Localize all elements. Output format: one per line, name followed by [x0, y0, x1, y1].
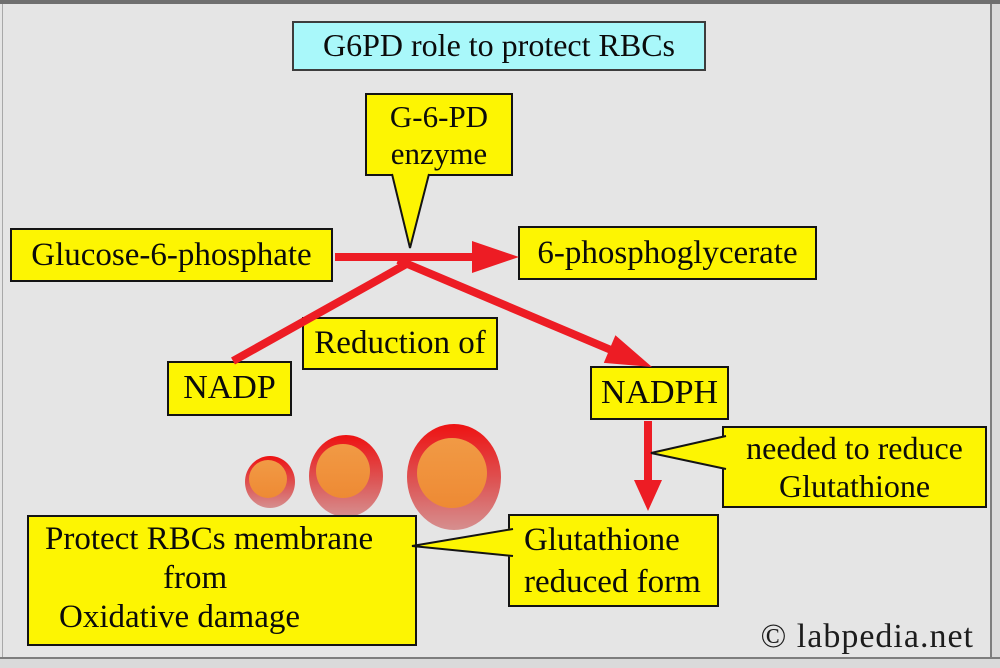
reduction-of-box: Reduction of: [302, 317, 498, 370]
frame-edge-right: [990, 4, 992, 657]
needed-to-reduce-callout-box: needed to reduce Glutathione: [722, 426, 987, 508]
protect-callout-pointer-outline: [411, 528, 514, 557]
protect-label-line2: from: [163, 560, 228, 596]
needed-callout-pointer-outline: [650, 435, 727, 470]
rbc-small: [245, 456, 295, 508]
enzyme-label-line2: enzyme: [390, 135, 488, 171]
needed-label-line1: needed to reduce: [746, 430, 963, 466]
enzyme-callout-box: G-6-PD enzyme: [365, 93, 513, 176]
needed-callout-pointer: [651, 436, 726, 469]
arrow-nadph-to-glutathione-head: [634, 480, 662, 511]
glutathione-label-line1: Glutathione: [524, 522, 680, 558]
product-label: 6-phosphoglycerate: [537, 234, 798, 271]
watermark: © labpedia.net: [760, 618, 974, 656]
protect-label-line1: Protect RBCs membrane: [45, 521, 374, 557]
diagram-title: G6PD role to protect RBCs: [292, 21, 706, 71]
arrow-to-nadph-head: [603, 335, 652, 367]
watermark-label: © labpedia.net: [760, 618, 974, 655]
enzyme-label-line1: G-6-PD: [389, 98, 489, 134]
arrow-glucose-to-product-head: [472, 241, 519, 273]
glutathione-label-line2: reduced form: [524, 564, 701, 600]
protect-callout-pointer: [412, 528, 513, 557]
reduction-label: Reduction of: [314, 325, 486, 362]
enzyme-callout-pointer: [392, 173, 429, 248]
protect-rbc-membrane-box: Protect RBCs membrane from Oxidative dam…: [27, 515, 417, 646]
frame-edge-top: [0, 0, 1000, 4]
frame-edge-left: [2, 4, 3, 658]
frame-edge-right-strip: [992, 4, 1000, 657]
nadph-box: NADPH: [590, 366, 729, 420]
glutathione-reduced-box: Glutathione reduced form: [508, 514, 719, 607]
frame-edge-bottom: [0, 657, 1000, 659]
diagram-title-label: G6PD role to protect RBCs: [323, 27, 675, 64]
frame-edge-bottom-strip: [0, 659, 1000, 668]
six-phosphoglycerate-box: 6-phosphoglycerate: [518, 226, 817, 280]
protect-label-line3: Oxidative damage: [59, 599, 300, 635]
glucose-6-phosphate-box: Glucose-6-phosphate: [10, 228, 333, 282]
nadp-label: NADP: [183, 369, 276, 407]
enzyme-callout-pointer-outline: [391, 173, 430, 249]
rbc-medium: [309, 435, 383, 517]
nadp-box: NADP: [167, 361, 292, 416]
glucose-label: Glucose-6-phosphate: [31, 236, 312, 273]
nadph-label: NADPH: [600, 373, 719, 411]
rbc-large: [407, 424, 501, 530]
needed-label-line2: Glutathione: [778, 468, 931, 504]
